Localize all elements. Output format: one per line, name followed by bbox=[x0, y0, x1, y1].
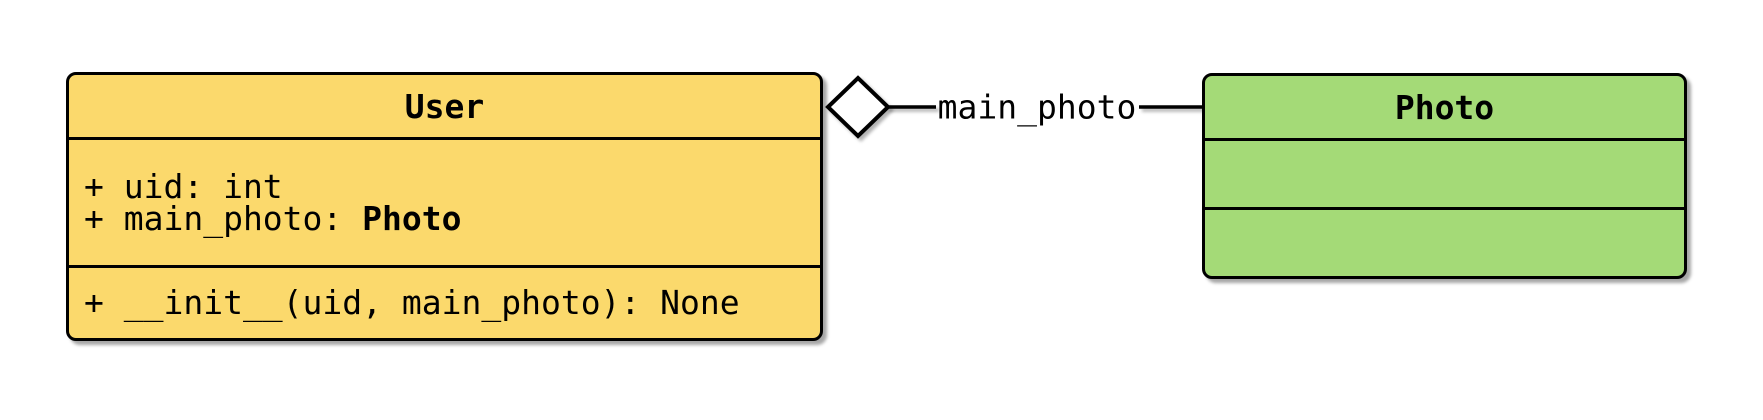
class-box-user: User + uid: int + main_photo: Photo + __… bbox=[66, 72, 823, 341]
aggregation-diamond-icon bbox=[825, 75, 891, 139]
class-title-photo: Photo bbox=[1394, 87, 1495, 127]
class-attributes-photo bbox=[1205, 138, 1684, 207]
attribute-text: + uid: int bbox=[84, 166, 283, 206]
aggregation-connector: main_photo bbox=[825, 75, 1206, 139]
attribute-line: + main_photo: Photo bbox=[84, 202, 820, 235]
class-methods-photo bbox=[1205, 207, 1684, 276]
class-title-user: User bbox=[404, 86, 485, 126]
attribute-text: + main_photo: bbox=[84, 198, 363, 238]
attribute-type-bold: Photo bbox=[362, 198, 462, 238]
method-line: + __init__(uid, main_photo): None bbox=[84, 286, 820, 319]
class-attributes-user: + uid: int + main_photo: Photo bbox=[69, 137, 820, 265]
class-box-photo: Photo bbox=[1202, 73, 1687, 279]
class-methods-user: + __init__(uid, main_photo): None bbox=[69, 265, 820, 338]
relationship-label: main_photo bbox=[938, 88, 1137, 128]
method-text: + __init__(uid, main_photo): None bbox=[84, 283, 740, 322]
attribute-line: + uid: int bbox=[84, 170, 820, 203]
